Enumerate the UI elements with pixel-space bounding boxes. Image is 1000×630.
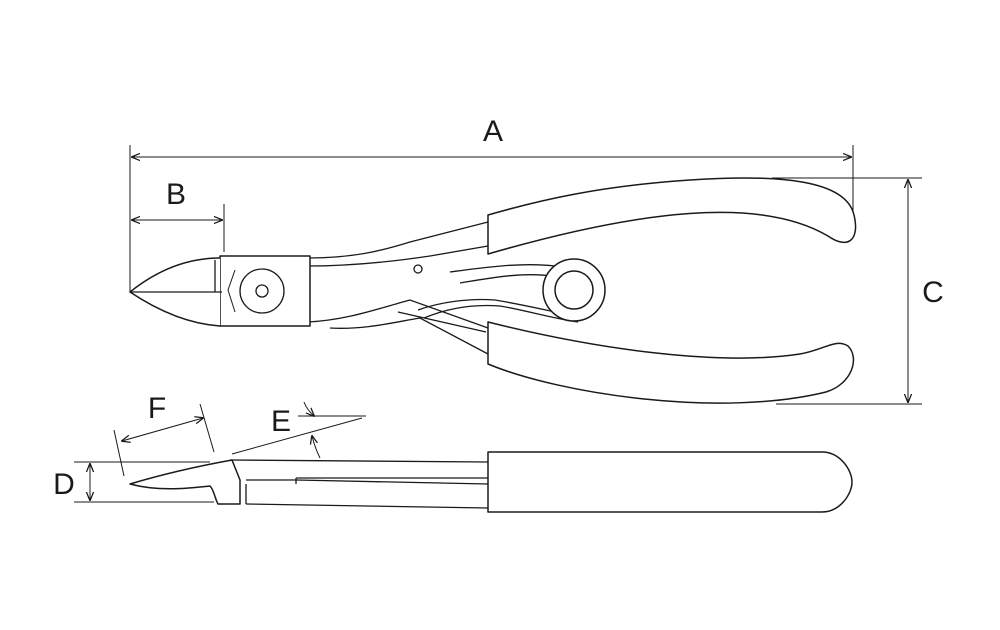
side-handle (487, 451, 853, 513)
side-shaft (229, 459, 489, 463)
label-a: A (483, 115, 503, 148)
side-view-plier (129, 451, 853, 513)
top-view-plier (129, 177, 857, 404)
upper-handle (487, 177, 857, 255)
dimension-e: E (231, 401, 366, 459)
label-d: D (53, 468, 75, 501)
label-c: C (922, 276, 944, 309)
dimension-d: D (53, 461, 214, 503)
dimension-f: F (113, 392, 215, 477)
label-f: F (148, 392, 166, 425)
label-e: E (271, 405, 291, 438)
rivet (413, 264, 423, 274)
dimension-c: C (772, 177, 944, 405)
upper-arm (307, 221, 489, 259)
label-b: B (166, 178, 186, 211)
side-jaw-tip (129, 459, 241, 505)
dimension-b: B (132, 178, 225, 252)
pivot-inner (255, 284, 269, 298)
joint-box (219, 255, 311, 327)
lower-handle (487, 321, 855, 404)
spring (449, 264, 576, 281)
lower-arm (307, 299, 489, 329)
pivot-outer (239, 268, 285, 314)
